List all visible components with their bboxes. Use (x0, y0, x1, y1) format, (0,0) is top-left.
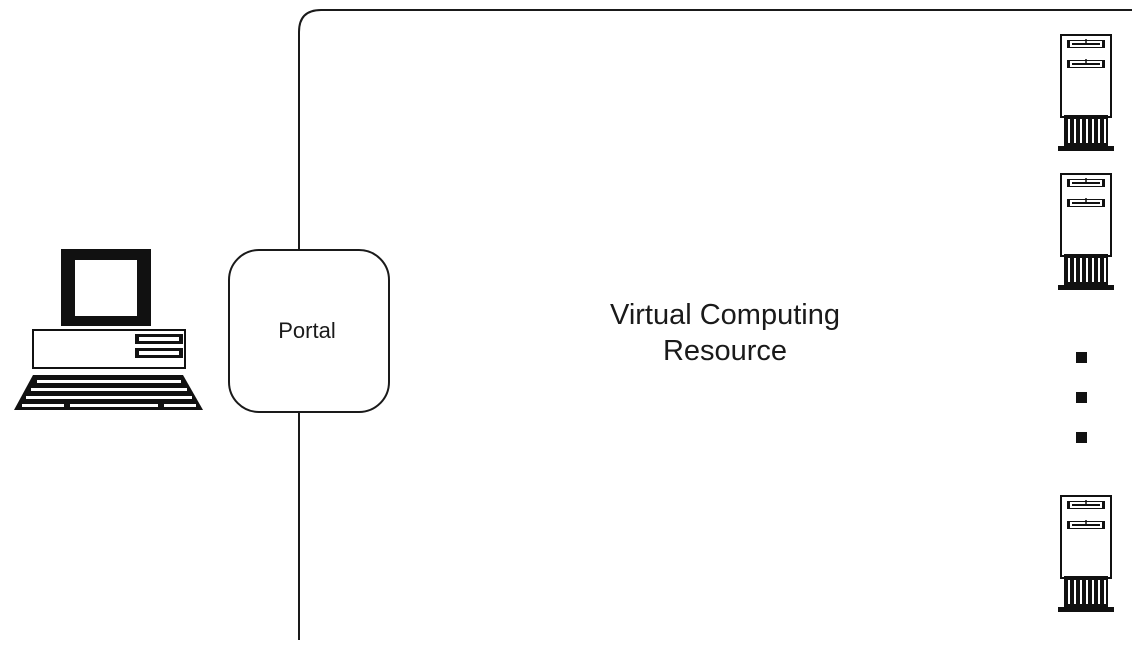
portal-box (228, 249, 390, 413)
server-tower-icon[interactable] (1057, 495, 1115, 613)
resource-label-line2: Resource (663, 335, 787, 367)
ellipsis-dot (1076, 352, 1087, 363)
ellipsis-dot (1076, 392, 1087, 403)
virtual-resource-boundary (298, 9, 1132, 640)
portal-label: Portal (278, 318, 335, 343)
virtual-resource-label: Virtual Computing Resource (610, 299, 840, 367)
ellipsis-dot (1076, 432, 1087, 443)
server-tower-icon[interactable] (1057, 173, 1115, 291)
vertical-ellipsis-dots (1076, 352, 1087, 443)
desktop-computer-icon[interactable] (14, 249, 203, 410)
resource-label-line1: Virtual Computing (610, 299, 840, 331)
server-tower-icon[interactable] (1057, 34, 1115, 152)
portal-node[interactable]: Portal (228, 249, 390, 413)
